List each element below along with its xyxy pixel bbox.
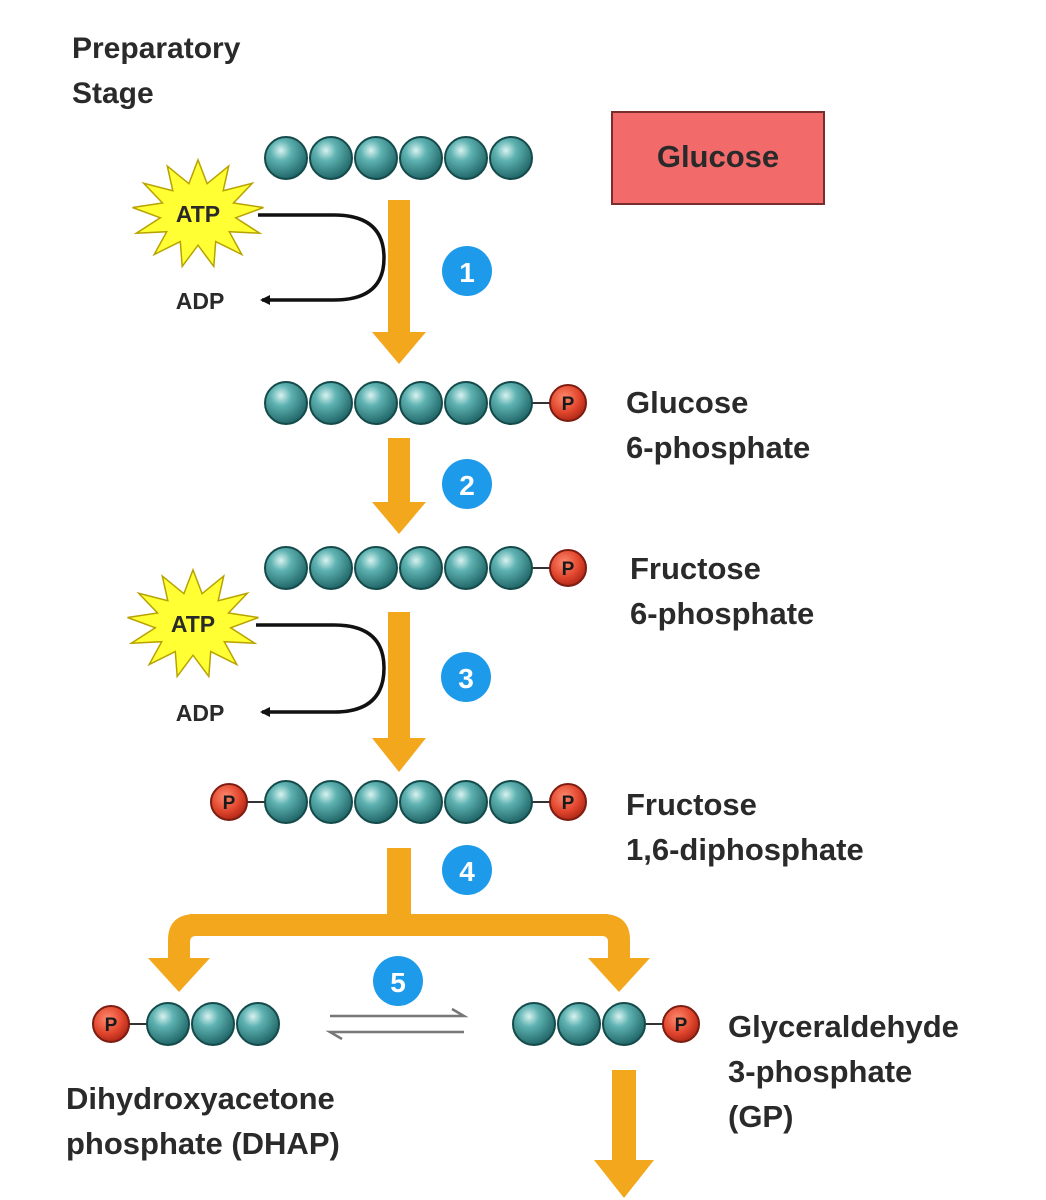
atp-coupling-1: ATP ADP xyxy=(132,157,386,314)
carbon-bead xyxy=(309,381,353,425)
flow-arrow-1 xyxy=(372,200,426,364)
atp-label-1: ATP xyxy=(176,201,220,227)
step-badge-2: 2 xyxy=(442,459,492,509)
carbon-bead xyxy=(264,546,308,590)
label-fructose-1-6-diphosphate: Fructose 1,6-diphosphate xyxy=(626,787,864,867)
step-number-3: 3 xyxy=(458,663,474,694)
atp-adp-arrow-1 xyxy=(258,213,386,305)
step-badge-3: 3 xyxy=(441,652,491,702)
flow-arrow-final xyxy=(594,1070,654,1198)
step-badge-4: 4 xyxy=(442,845,492,895)
glucose-chain xyxy=(264,136,533,180)
phosphate-circle xyxy=(549,783,587,821)
phosphate-symbol: P xyxy=(562,793,575,814)
step-number-4: 4 xyxy=(459,856,475,887)
carbon-bead xyxy=(354,381,398,425)
dhap-chain: P xyxy=(92,1002,280,1046)
label-dhap: Dihydroxyacetone phosphate (DHAP) xyxy=(66,1081,340,1161)
carbon-bead xyxy=(354,780,398,824)
atp-burst-1 xyxy=(132,157,264,269)
phosphate-symbol: P xyxy=(223,793,236,814)
carbon-bead xyxy=(236,1002,280,1046)
carbon-bead xyxy=(444,780,488,824)
label-line: Dihydroxyacetone xyxy=(66,1081,335,1116)
phosphate-circle xyxy=(210,783,248,821)
atp-adp-arrow-3 xyxy=(256,623,386,717)
label-glucose-6-phosphate: Glucose 6-phosphate xyxy=(626,385,810,465)
carbon-bead xyxy=(489,381,533,425)
stage-title-line-1: Preparatory xyxy=(72,32,241,65)
carbon-bead xyxy=(399,381,443,425)
step-number-1: 1 xyxy=(459,257,475,288)
equilibrium-arrows xyxy=(325,1007,469,1041)
carbon-bead xyxy=(264,136,308,180)
label-line: 1,6-diphosphate xyxy=(626,832,864,867)
carbon-bead xyxy=(399,136,443,180)
adp-label-3: ADP xyxy=(176,700,225,726)
flow-arrow-4-split xyxy=(148,848,650,992)
carbon-bead xyxy=(309,136,353,180)
carbon-bead xyxy=(602,1002,646,1046)
carbon-bead xyxy=(444,136,488,180)
flow-arrow-3 xyxy=(372,612,426,772)
carbon-bead xyxy=(512,1002,556,1046)
carbon-bead xyxy=(444,546,488,590)
phosphate-symbol: P xyxy=(105,1015,118,1036)
carbon-bead xyxy=(489,546,533,590)
glucose-box: Glucose xyxy=(611,111,825,205)
step-badge-1: 1 xyxy=(442,246,492,296)
phosphate-circle xyxy=(92,1005,130,1043)
step-badge-5: 5 xyxy=(373,956,423,1006)
label-fructose-6-phosphate: Fructose 6-phosphate xyxy=(630,551,814,631)
carbon-bead xyxy=(354,136,398,180)
carbon-bead xyxy=(191,1002,235,1046)
carbon-bead xyxy=(146,1002,190,1046)
stage-title-line-2: Stage xyxy=(72,77,154,110)
carbon-bead xyxy=(489,136,533,180)
phosphate-circle xyxy=(662,1005,700,1043)
label-line: 6-phosphate xyxy=(626,430,810,465)
carbon-bead xyxy=(557,1002,601,1046)
phosphate-symbol: P xyxy=(675,1015,688,1036)
label-line: phosphate (DHAP) xyxy=(66,1126,340,1161)
glucose-6-phosphate-chain: P xyxy=(264,381,587,425)
carbon-bead xyxy=(309,546,353,590)
carbon-bead xyxy=(264,780,308,824)
fructose-6-phosphate-chain: P xyxy=(264,546,587,590)
flow-arrow-2 xyxy=(372,438,426,534)
label-line: Glyceraldehyde xyxy=(728,1009,959,1044)
phosphate-circle xyxy=(549,549,587,587)
carbon-bead xyxy=(354,546,398,590)
phosphate-symbol: P xyxy=(562,394,575,415)
carbon-bead xyxy=(264,381,308,425)
atp-label-3: ATP xyxy=(171,611,215,637)
carbon-bead xyxy=(399,546,443,590)
label-line: Glucose xyxy=(626,385,748,420)
adp-label-1: ADP xyxy=(176,288,225,314)
label-line: Fructose xyxy=(630,551,761,586)
phosphate-circle xyxy=(549,384,587,422)
label-line: Fructose xyxy=(626,787,757,822)
glucose-label: Glucose xyxy=(657,139,779,174)
label-gp: Glyceraldehyde 3-phosphate (GP) xyxy=(728,1009,959,1134)
step-number-5: 5 xyxy=(390,967,406,998)
atp-coupling-3: ATP ADP xyxy=(127,567,386,726)
label-line: 3-phosphate xyxy=(728,1054,912,1089)
carbon-bead xyxy=(399,780,443,824)
step-number-2: 2 xyxy=(459,470,475,501)
gp-chain: P xyxy=(512,1002,700,1046)
carbon-bead xyxy=(489,780,533,824)
carbon-bead xyxy=(309,780,353,824)
label-line: (GP) xyxy=(728,1099,793,1134)
flow-arrows xyxy=(148,200,654,1198)
carbon-bead xyxy=(444,381,488,425)
phosphate-symbol: P xyxy=(562,559,575,580)
label-line: 6-phosphate xyxy=(630,596,814,631)
atp-burst-3 xyxy=(127,567,259,679)
